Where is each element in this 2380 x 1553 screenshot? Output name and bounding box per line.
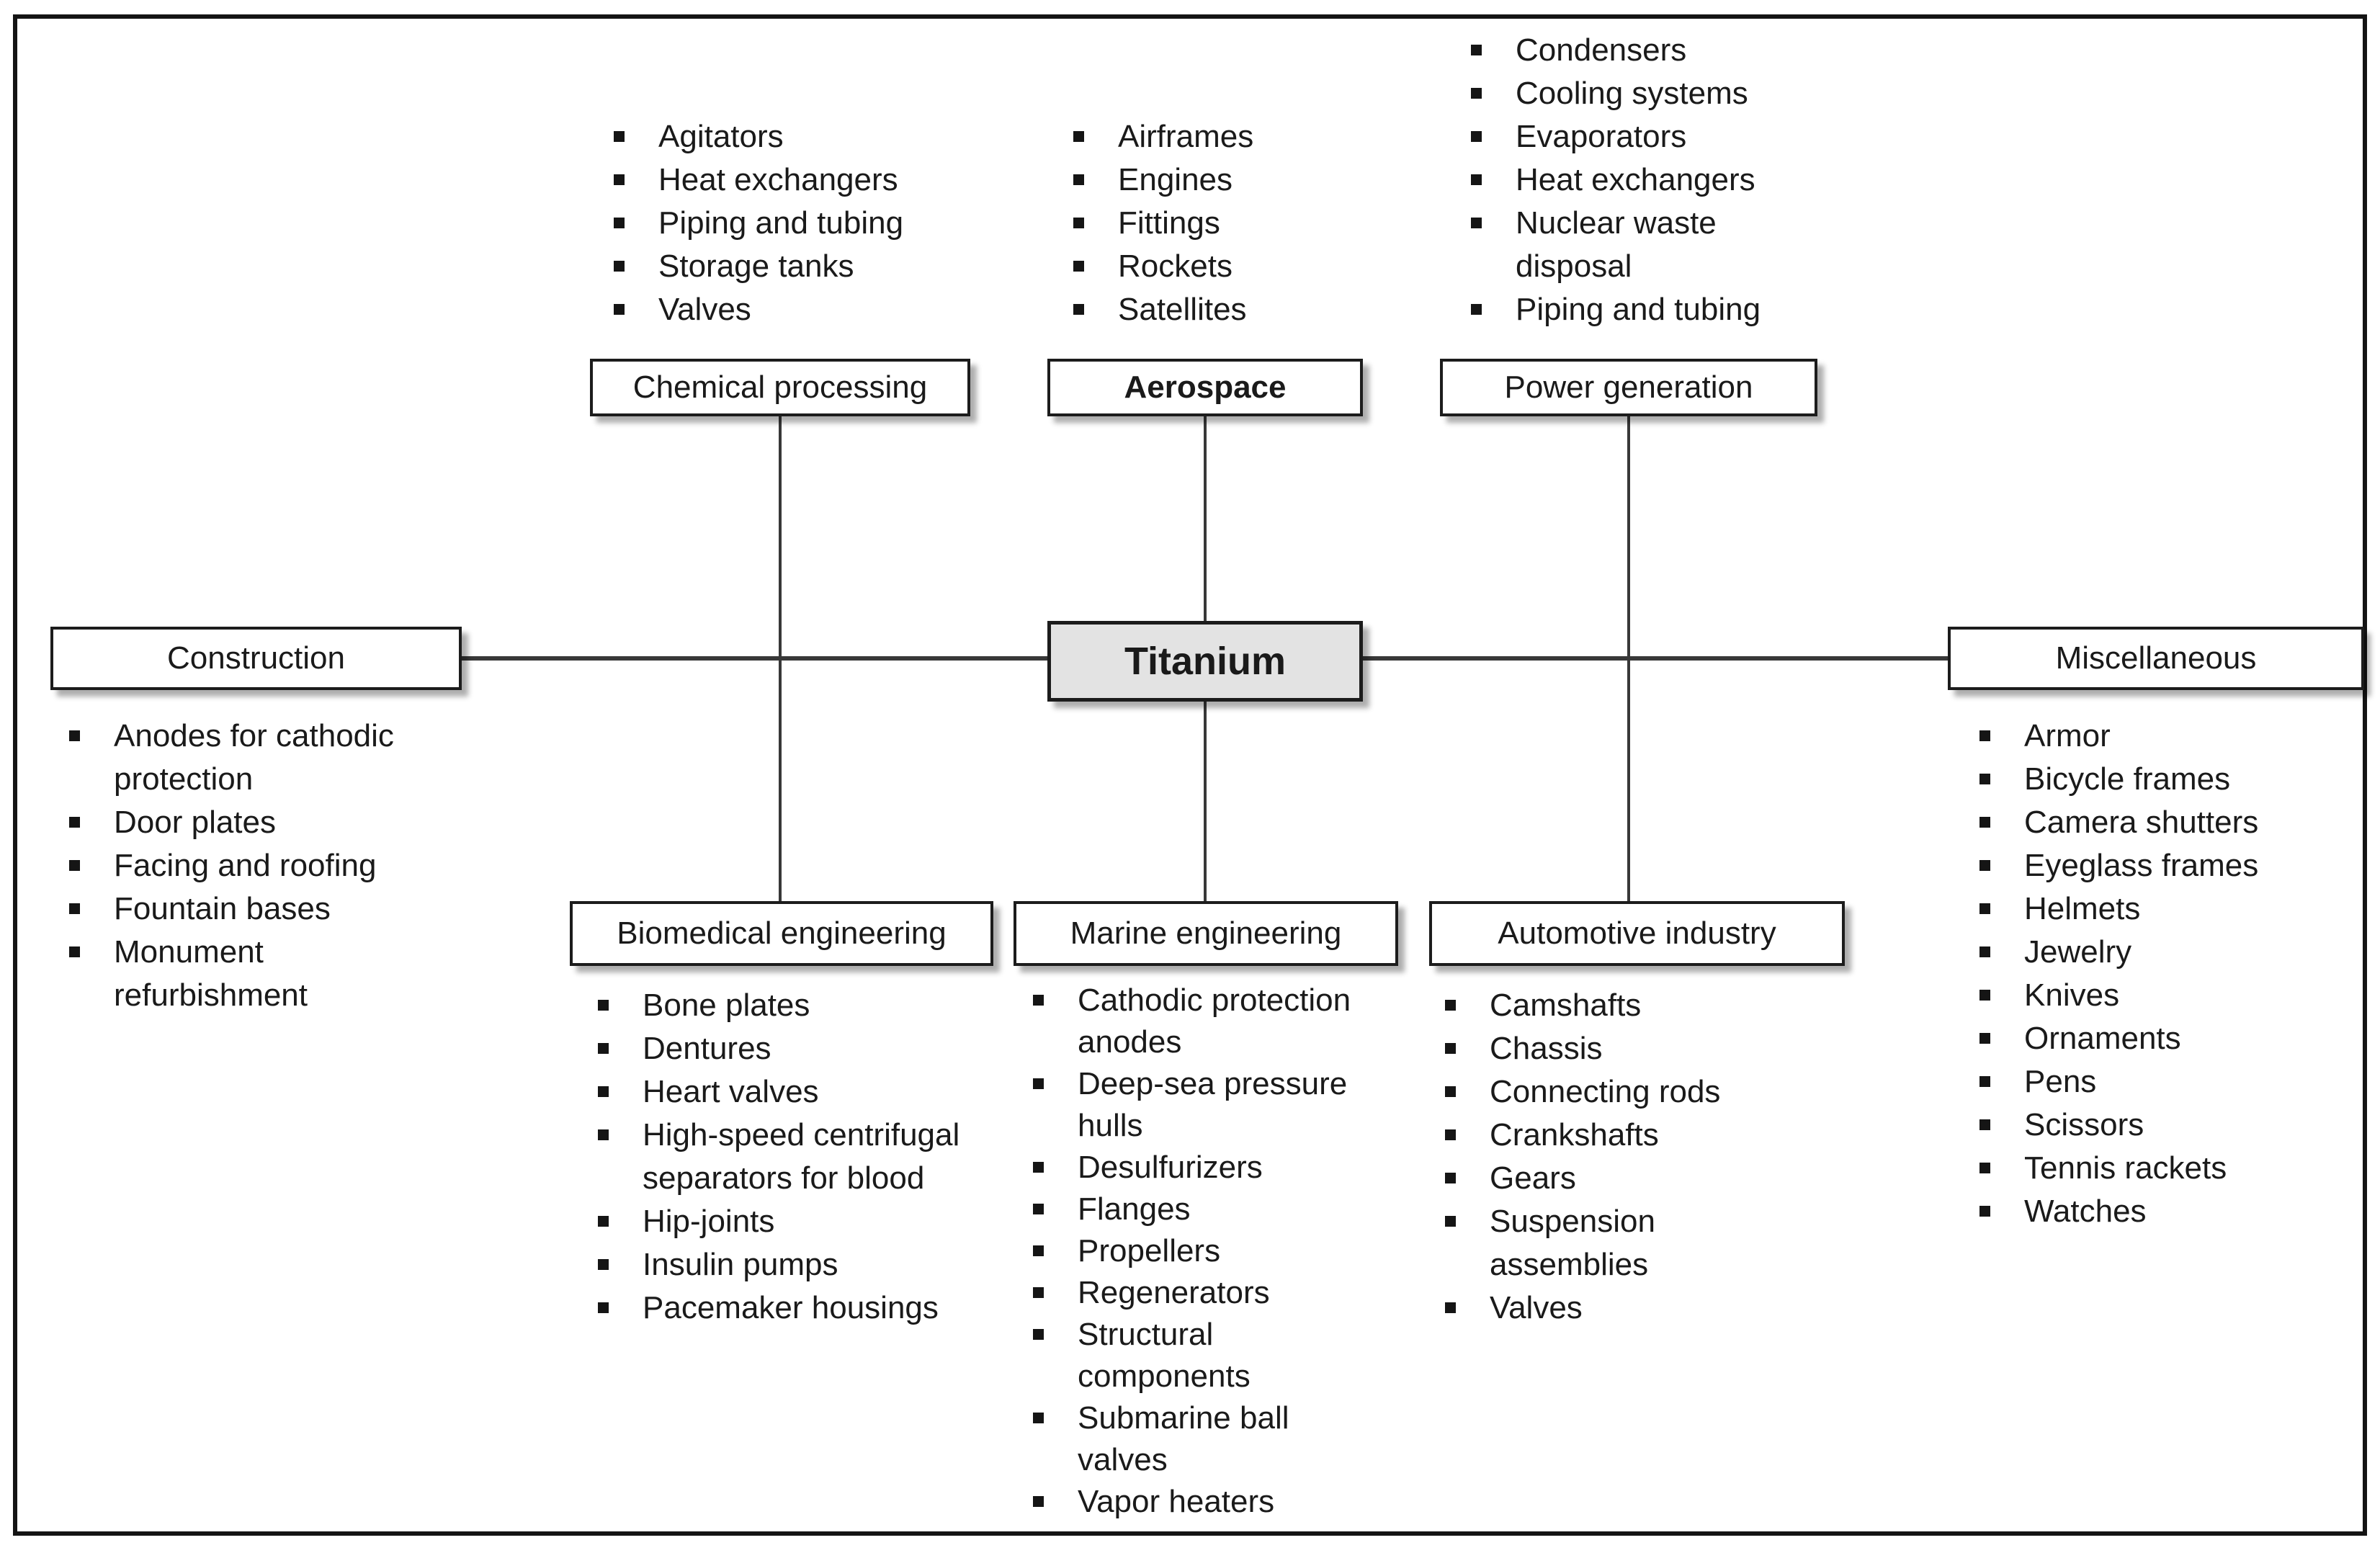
list-item: High-speed centrifugal separators for bl… xyxy=(596,1114,967,1200)
connector-vertical-left xyxy=(779,416,782,901)
node-label-chemical-processing: Chemical processing xyxy=(632,370,928,405)
list-item: Nuclear waste disposal xyxy=(1469,202,1830,288)
list-item: Structural components xyxy=(1032,1314,1372,1397)
list-item: Piping and tubing xyxy=(1469,288,1830,331)
list-item: Heart valves xyxy=(596,1070,967,1114)
list-item: Agitators xyxy=(612,115,1016,158)
list-item: Monument refurbishment xyxy=(68,931,452,1017)
list-item: Insulin pumps xyxy=(596,1243,967,1286)
node-label-power-generation: Power generation xyxy=(1504,370,1753,405)
list-aerospace: Airframes Engines Fittings Rockets Satel… xyxy=(1072,115,1410,331)
node-label-titanium: Titanium xyxy=(1124,640,1286,683)
list-item: Airframes xyxy=(1072,115,1410,158)
list-item: Propellers xyxy=(1032,1230,1372,1272)
node-box-titanium: Titanium xyxy=(1047,621,1363,702)
list-item: Armor xyxy=(1978,715,2324,758)
list-item: Cathodic protection anodes xyxy=(1032,980,1372,1063)
list-item: Watches xyxy=(1978,1190,2324,1233)
list-power-generation: Condensers Cooling systems Evaporators H… xyxy=(1469,29,1830,331)
list-biomedical-engineering: Bone plates Dentures Heart valves High-s… xyxy=(596,984,967,1330)
list-item: Submarine ball valves xyxy=(1032,1397,1372,1481)
list-item: Crankshafts xyxy=(1444,1114,1799,1157)
list-item: Valves xyxy=(1444,1286,1799,1330)
list-item: Deep-sea pressure hulls xyxy=(1032,1063,1372,1147)
list-item: Storage tanks xyxy=(612,245,1016,288)
list-item: Cooling systems xyxy=(1469,72,1830,115)
node-box-construction: Construction xyxy=(50,627,462,690)
node-label-construction: Construction xyxy=(166,640,345,676)
list-item: Helmets xyxy=(1978,887,2324,931)
list-automotive-industry: Camshafts Chassis Connecting rods Cranks… xyxy=(1444,984,1799,1330)
list-item: Heat exchangers xyxy=(612,158,1016,202)
node-label-marine-engineering: Marine engineering xyxy=(1070,916,1342,951)
node-label-biomedical-engineering: Biomedical engineering xyxy=(617,916,947,951)
list-item: Chassis xyxy=(1444,1027,1799,1070)
list-marine-engineering: Cathodic protection anodes Deep-sea pres… xyxy=(1032,980,1372,1523)
list-item: Flanges xyxy=(1032,1189,1372,1230)
list-item: Jewelry xyxy=(1978,931,2324,974)
list-item: Camera shutters xyxy=(1978,801,2324,844)
list-item: Scissors xyxy=(1978,1104,2324,1147)
list-item: Tennis rackets xyxy=(1978,1147,2324,1190)
diagram-border-frame xyxy=(13,14,2367,1536)
node-box-chemical-processing: Chemical processing xyxy=(590,359,970,416)
node-box-aerospace: Aerospace xyxy=(1047,359,1363,416)
node-label-aerospace: Aerospace xyxy=(1124,370,1287,405)
list-item: Fittings xyxy=(1072,202,1410,245)
list-item: Satellites xyxy=(1072,288,1410,331)
list-item: Door plates xyxy=(68,801,452,844)
list-item: Camshafts xyxy=(1444,984,1799,1027)
node-box-marine-engineering: Marine engineering xyxy=(1014,901,1398,966)
list-item: Bone plates xyxy=(596,984,967,1027)
list-item: Regenerators xyxy=(1032,1272,1372,1314)
list-item: Piping and tubing xyxy=(612,202,1016,245)
list-item: Evaporators xyxy=(1469,115,1830,158)
list-item: Suspension assemblies xyxy=(1444,1200,1799,1286)
connector-vertical-right xyxy=(1627,416,1630,901)
node-box-automotive-industry: Automotive industry xyxy=(1429,901,1845,966)
node-label-automotive-industry: Automotive industry xyxy=(1498,916,1776,951)
node-box-power-generation: Power generation xyxy=(1440,359,1817,416)
list-item: Vapor heaters xyxy=(1032,1481,1372,1523)
list-item: Heat exchangers xyxy=(1469,158,1830,202)
list-item: Anodes for cathodic protection xyxy=(68,715,452,801)
list-item: Pens xyxy=(1978,1060,2324,1104)
list-item: Facing and roofing xyxy=(68,844,452,887)
list-item: Valves xyxy=(612,288,1016,331)
list-item: Dentures xyxy=(596,1027,967,1070)
list-item: Hip-joints xyxy=(596,1200,967,1243)
node-box-miscellaneous: Miscellaneous xyxy=(1948,627,2364,690)
node-box-biomedical-engineering: Biomedical engineering xyxy=(570,901,993,966)
list-chemical-processing: Agitators Heat exchangers Piping and tub… xyxy=(612,115,1016,331)
list-item: Connecting rods xyxy=(1444,1070,1799,1114)
list-item: Fountain bases xyxy=(68,887,452,931)
list-item: Desulfurizers xyxy=(1032,1147,1372,1189)
list-item: Rockets xyxy=(1072,245,1410,288)
list-item: Eyeglass frames xyxy=(1978,844,2324,887)
list-item: Ornaments xyxy=(1978,1017,2324,1060)
list-item: Pacemaker housings xyxy=(596,1286,967,1330)
list-item: Condensers xyxy=(1469,29,1830,72)
list-item: Gears xyxy=(1444,1157,1799,1200)
node-label-miscellaneous: Miscellaneous xyxy=(2055,640,2257,676)
list-miscellaneous: Armor Bicycle frames Camera shutters Eye… xyxy=(1978,715,2324,1233)
list-item: Knives xyxy=(1978,974,2324,1017)
list-item: Bicycle frames xyxy=(1978,758,2324,801)
list-item: Engines xyxy=(1072,158,1410,202)
list-construction: Anodes for cathodic protection Door plat… xyxy=(68,715,452,1017)
